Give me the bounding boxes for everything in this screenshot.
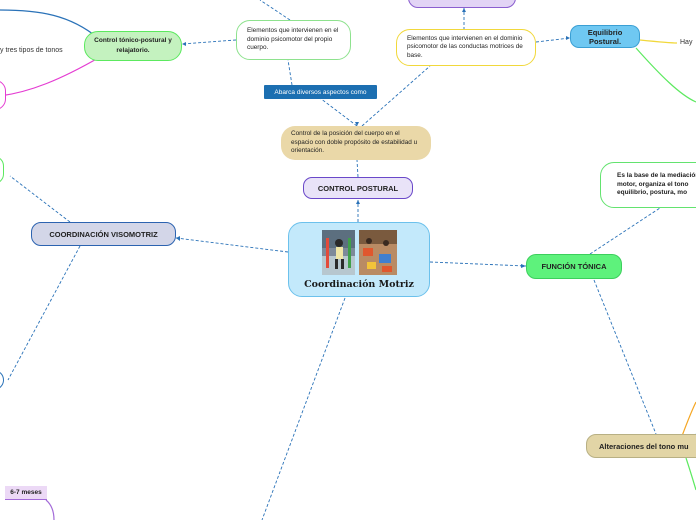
arrow-control-postural: [356, 200, 360, 204]
arrow-funcion: [521, 264, 526, 268]
arrow-equilibrio: [566, 36, 570, 40]
arrow-control-tonico: [182, 42, 186, 46]
arrow-visomotriz: [176, 236, 180, 241]
arrow-elementos-right: [462, 8, 466, 12]
arrow-desc: [355, 122, 359, 126]
